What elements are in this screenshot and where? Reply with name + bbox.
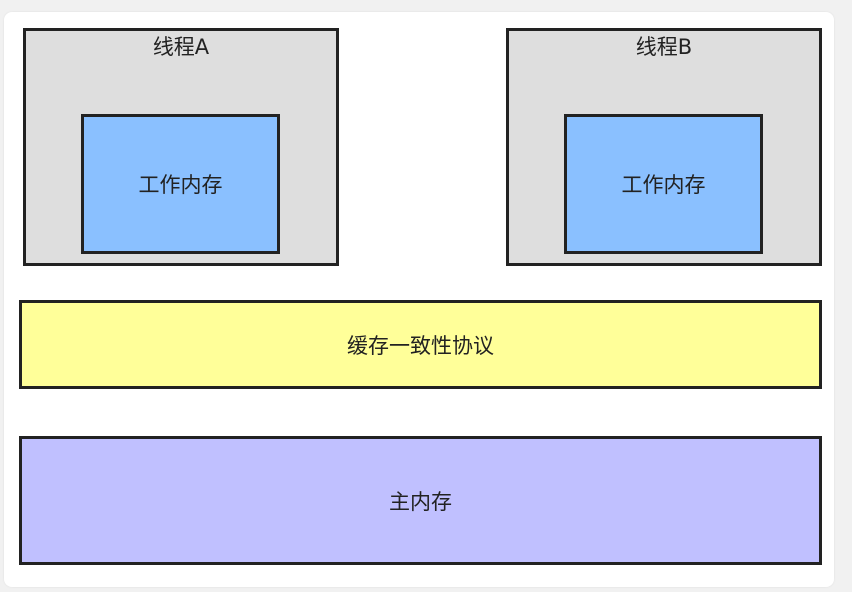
thread-b-title: 线程B (635, 35, 693, 59)
thread-b-work-memory: 工作内存 (564, 114, 763, 254)
thread-a-work-memory: 工作内存 (81, 114, 280, 254)
cache-coherence-protocol-bar: 缓存一致性协议 (19, 300, 822, 389)
thread-a-title: 线程A (152, 35, 210, 59)
main-memory-bar: 主内存 (19, 436, 822, 565)
